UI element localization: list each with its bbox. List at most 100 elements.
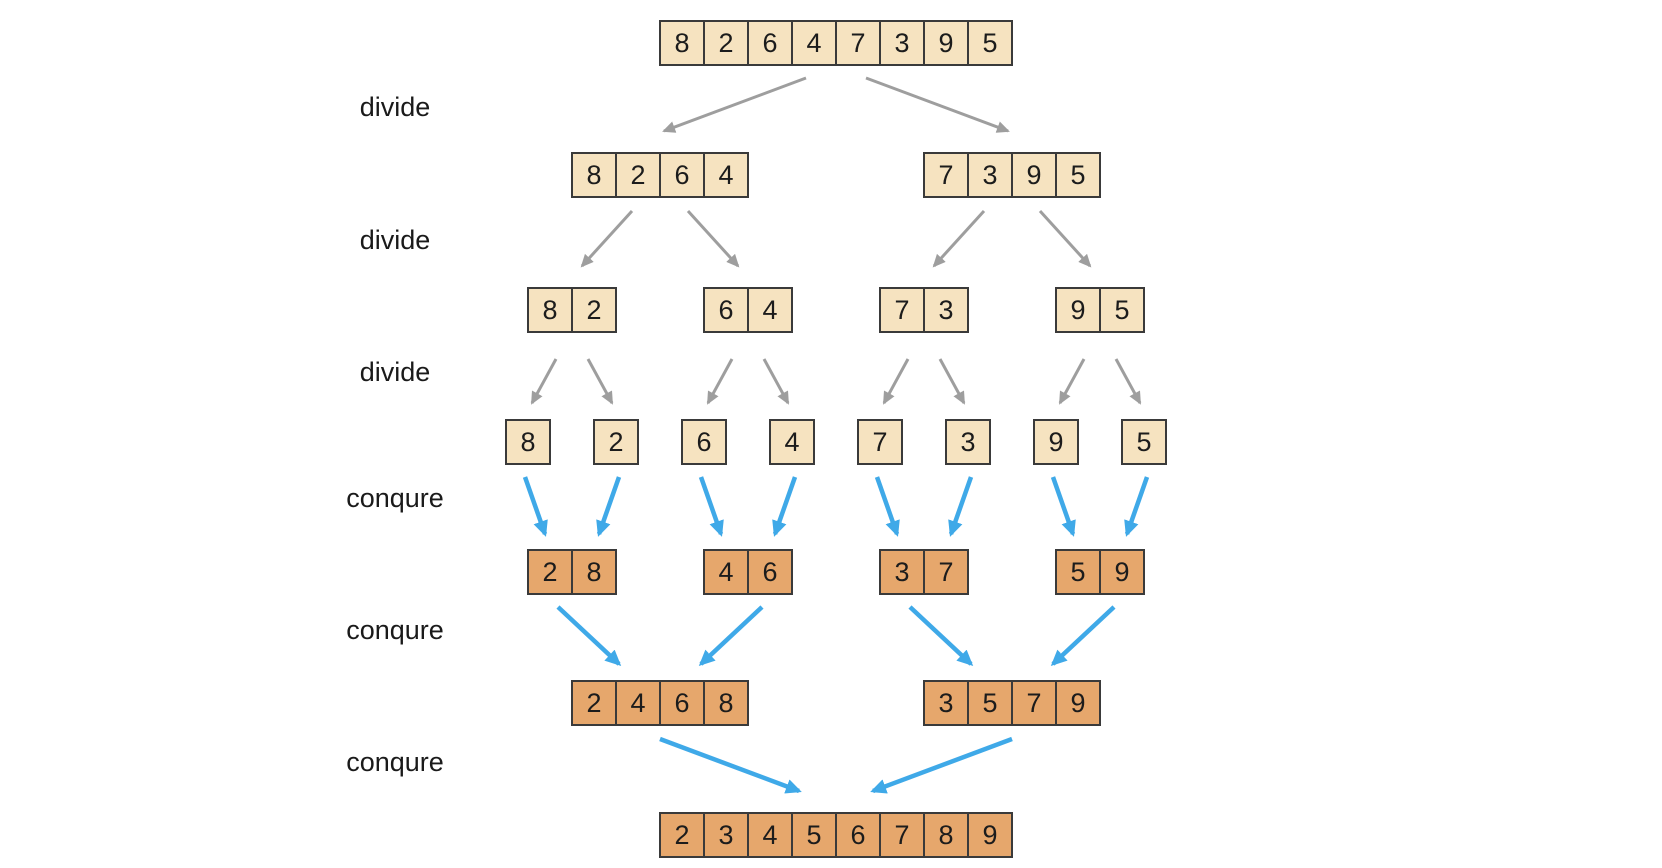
array-cell: 6 [747, 549, 793, 595]
array-cell: 6 [835, 812, 881, 858]
array-cell: 7 [879, 287, 925, 333]
divide-arrow [662, 76, 807, 133]
phase-label-conquer-1: conqure [346, 483, 444, 513]
array-cell: 6 [659, 152, 705, 198]
conquer-arrow [698, 605, 764, 667]
array-cell: 9 [1055, 680, 1101, 726]
array-cell: 5 [791, 812, 837, 858]
array-cell: 6 [747, 20, 793, 66]
conquer-arrow [1050, 605, 1116, 667]
array-cell: 2 [703, 20, 749, 66]
conquer-arrow [522, 476, 548, 537]
array-cell: 9 [1033, 419, 1079, 465]
divide-arrow [1038, 209, 1092, 268]
array-cell: 7 [835, 20, 881, 66]
array-box-level3-3: 4 [769, 419, 815, 465]
array-cell: 4 [703, 152, 749, 198]
array-cell: 8 [571, 152, 617, 198]
array-cell: 7 [857, 419, 903, 465]
array-cell: 4 [769, 419, 815, 465]
array-cell: 4 [747, 812, 793, 858]
array-cell: 5 [1099, 287, 1145, 333]
array-box-level3-6: 9 [1033, 419, 1079, 465]
array-cell: 4 [747, 287, 793, 333]
array-cell: 8 [659, 20, 705, 66]
divide-arrow [1114, 358, 1142, 405]
array-box-level3-0: 8 [505, 419, 551, 465]
conquer-arrow [698, 476, 724, 537]
array-cell: 8 [923, 812, 969, 858]
divide-arrow [938, 358, 966, 405]
array-box-level3-7: 5 [1121, 419, 1167, 465]
array-cell: 9 [1099, 549, 1145, 595]
divide-arrow [586, 358, 614, 405]
array-cell: 7 [923, 549, 969, 595]
divide-arrow [882, 358, 910, 405]
array-cell: 3 [879, 20, 925, 66]
conquer-arrow [556, 605, 622, 667]
array-cell: 2 [615, 152, 661, 198]
conquer-arrow [948, 476, 974, 537]
array-cell: 6 [681, 419, 727, 465]
array-box-level3-4: 7 [857, 419, 903, 465]
array-cell: 3 [923, 287, 969, 333]
array-cell: 9 [967, 812, 1013, 858]
array-cell: 2 [659, 812, 705, 858]
array-cell: 9 [1055, 287, 1101, 333]
array-cell: 9 [923, 20, 969, 66]
array-cell: 7 [1011, 680, 1057, 726]
array-cell: 5 [967, 680, 1013, 726]
divide-arrow [580, 209, 634, 268]
conquer-arrow [659, 736, 802, 794]
phase-label-divide-3: divide [359, 357, 431, 387]
phase-label-conquer-3: conqure [346, 747, 444, 777]
array-cell: 2 [571, 287, 617, 333]
conquer-arrow [1050, 476, 1076, 537]
array-cell: 9 [1011, 152, 1057, 198]
divide-arrow [686, 209, 740, 268]
array-cell: 5 [1055, 549, 1101, 595]
array-cell: 3 [945, 419, 991, 465]
array-cell: 3 [879, 549, 925, 595]
array-box-level3-1: 2 [593, 419, 639, 465]
array-cell: 7 [923, 152, 969, 198]
divide-arrow [1058, 358, 1086, 405]
array-box-level3-2: 6 [681, 419, 727, 465]
array-cell: 5 [1121, 419, 1167, 465]
array-cell: 8 [527, 287, 573, 333]
array-cell: 5 [967, 20, 1013, 66]
conquer-arrow [870, 736, 1013, 794]
divide-arrow [762, 358, 790, 405]
array-cell: 8 [703, 680, 749, 726]
array-box-level3-5: 3 [945, 419, 991, 465]
array-cell: 6 [659, 680, 705, 726]
divide-arrow [706, 358, 734, 405]
phase-label-conquer-2: conqure [346, 615, 444, 645]
conquer-arrow [772, 476, 798, 537]
divide-arrow [530, 358, 558, 405]
array-cell: 3 [923, 680, 969, 726]
array-cell: 5 [1055, 152, 1101, 198]
divide-arrow [932, 209, 986, 268]
array-cell: 8 [505, 419, 551, 465]
array-cell: 3 [703, 812, 749, 858]
conquer-arrow [908, 605, 974, 667]
phase-label-divide-2: divide [359, 225, 431, 255]
conquer-arrow [1124, 476, 1150, 537]
conquer-arrow [596, 476, 622, 537]
array-cell: 7 [879, 812, 925, 858]
array-cell: 6 [703, 287, 749, 333]
